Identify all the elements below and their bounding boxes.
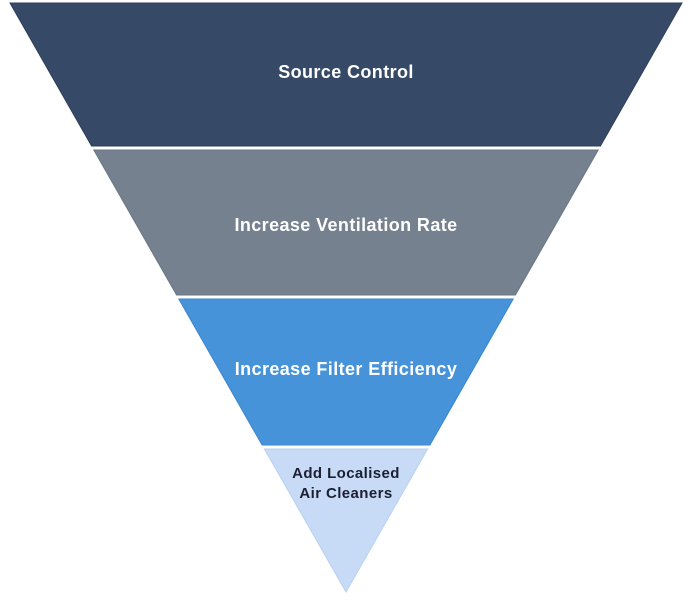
pyramid-level-increase-filter-efficiency [177, 298, 515, 446]
pyramid-level-label-add-localised-line2: Air Cleaners [299, 485, 392, 502]
pyramid-level-label-source-control: Source Control [278, 62, 414, 82]
pyramid-level-add-localised-air-cleaners [263, 448, 429, 594]
pyramid-level-label-add-localised-line1: Add Localised [292, 465, 400, 482]
pyramid-level-label-increase-ventilation-rate: Increase Ventilation Rate [234, 215, 457, 235]
pyramid-level-label-increase-filter-efficiency: Increase Filter Efficiency [235, 359, 458, 379]
pyramid-level-increase-ventilation-rate [92, 149, 600, 296]
pyramid-level-source-control [9, 2, 683, 147]
